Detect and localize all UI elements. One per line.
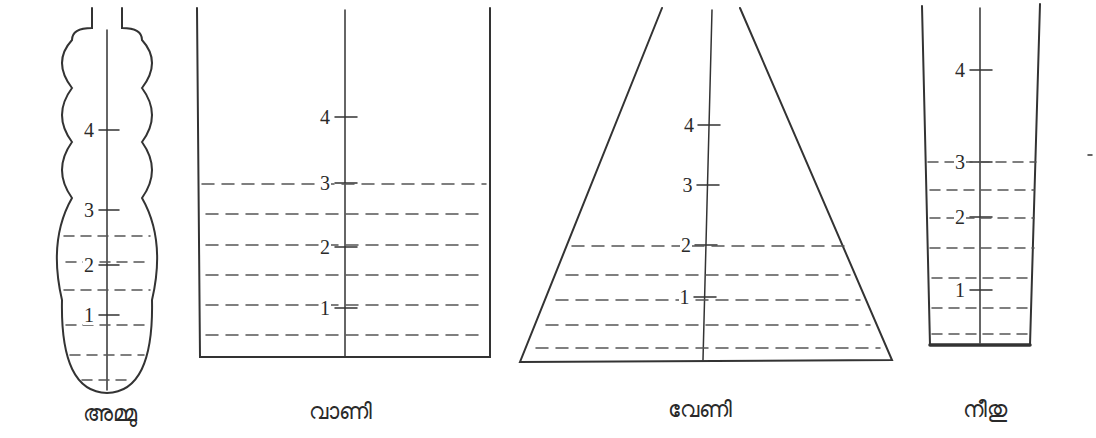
water — [202, 184, 486, 335]
scale-ticks — [970, 70, 992, 290]
scale-number: 3 — [83, 200, 95, 220]
bottle-outline — [57, 8, 157, 393]
cone-outline — [520, 8, 892, 362]
vessel-outline — [197, 8, 490, 357]
person-name: വാണി — [309, 398, 372, 427]
person-name: വേണി — [668, 396, 732, 425]
scale-number: 2 — [680, 235, 692, 255]
scale-axis — [979, 8, 981, 343]
scale-ticks — [335, 117, 357, 308]
scale-ticks — [694, 125, 720, 297]
scale-number: 4 — [683, 115, 695, 135]
scale-ticks — [99, 130, 119, 315]
vessel-outline — [922, 4, 1040, 345]
scale-number: 3 — [954, 152, 966, 172]
person-name: നീതു — [963, 396, 1007, 425]
scale-number: 4 — [319, 107, 331, 127]
scale-number: 2 — [319, 237, 331, 257]
person-name: അമ്മു — [83, 400, 137, 429]
scale-number: 2 — [954, 207, 966, 227]
scale-number: 3 — [319, 173, 331, 193]
scale-number: 4 — [83, 120, 95, 140]
water — [536, 246, 880, 348]
scale-number: 3 — [682, 175, 694, 195]
scale-number: 4 — [954, 60, 966, 80]
scale-number: 2 — [83, 255, 95, 275]
water — [64, 236, 150, 380]
water — [928, 162, 1036, 334]
scale-number: 1 — [83, 305, 95, 325]
scale-number: 1 — [954, 280, 966, 300]
scale-number: 1 — [679, 287, 691, 307]
scale-number: 1 — [319, 298, 331, 318]
